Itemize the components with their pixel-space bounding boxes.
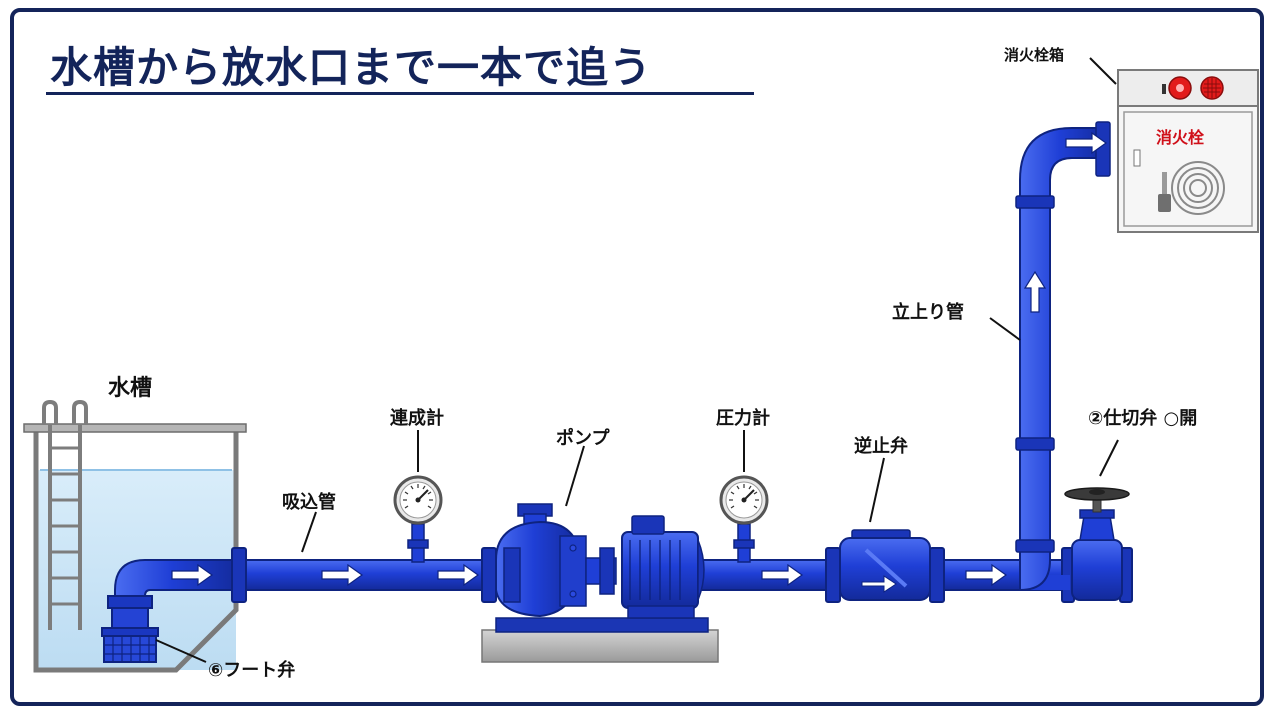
pump-base: [481, 617, 719, 663]
label-gate-valve: ②仕切弁 ○開: [1088, 408, 1198, 429]
box-handle: [1133, 149, 1141, 167]
label-riser-pipe: 立上り管: [892, 302, 964, 323]
tank-rim: [23, 423, 247, 433]
label-foot-valve: ⑥フート弁: [208, 660, 296, 681]
flow-arrows: [171, 131, 1108, 587]
pressure-gauge: [719, 475, 769, 563]
flow-arrow-icon: [1023, 270, 1047, 313]
gate-valve: [1064, 487, 1130, 601]
pump-suction-flange: [481, 547, 497, 603]
flow-arrow-icon: [1065, 131, 1108, 155]
foot-valve: [101, 595, 159, 663]
indicator-lamp-icon: [1162, 76, 1192, 100]
label-suction-pipe: 吸込管: [282, 492, 336, 513]
label-hydrant-box: 消火栓箱: [1004, 46, 1065, 64]
flow-arrow-icon: [861, 575, 897, 593]
label-pressure-gauge: 圧力計: [716, 408, 770, 429]
leader-lines: [155, 57, 1119, 663]
flow-arrow-icon: [965, 563, 1008, 587]
tank-ladder: [42, 399, 88, 630]
alarm-bell-icon: [1200, 76, 1224, 100]
pump: [495, 503, 617, 618]
label-pump: ポンプ: [556, 428, 610, 449]
label-hydrant: 消火栓: [1156, 128, 1205, 147]
hose-reel-icon: [1171, 161, 1225, 215]
title-underline: [46, 92, 754, 95]
label-tank: 水槽: [108, 376, 153, 401]
check-valve: [839, 529, 931, 601]
pump-motor: [621, 515, 705, 619]
label-check-valve: 逆止弁: [854, 436, 908, 457]
check-valve-flange-in: [825, 547, 841, 603]
tank-flange: [231, 547, 247, 603]
check-valve-flange-out: [929, 547, 945, 603]
flow-arrow-icon: [171, 563, 214, 587]
flow-arrow-icon: [437, 563, 480, 587]
flow-arrow-icon: [321, 563, 364, 587]
compound-gauge: [393, 475, 443, 563]
page-title: 水槽から放水口まで一本で追う: [50, 43, 653, 92]
nozzle-icon: [1158, 172, 1171, 212]
riser-pipe: [1015, 121, 1111, 592]
outer-frame: [10, 8, 1264, 706]
label-compound-gauge: 連成計: [390, 408, 444, 429]
hydrant-box: [1117, 69, 1259, 233]
flow-arrow-icon: [761, 563, 804, 587]
terminal-box: [631, 515, 665, 535]
